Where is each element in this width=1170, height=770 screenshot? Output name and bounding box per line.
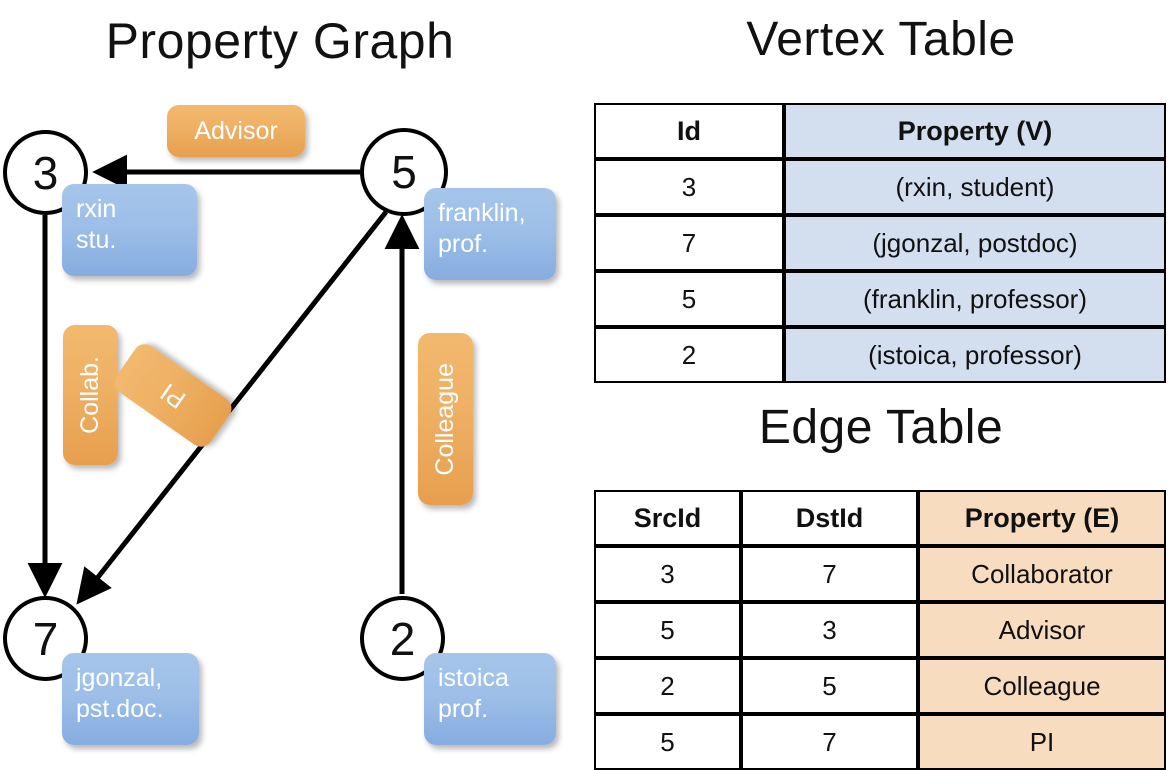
vertex-property-box-5-line1: franklin, — [438, 199, 526, 227]
table-row: 3 7 Collaborator — [594, 546, 1166, 602]
edge-row-0-src: 3 — [594, 546, 741, 602]
vertex-property-box-2-line1: istoica — [438, 664, 509, 692]
vertex-property-box-7-line2: pst.doc. — [76, 695, 164, 724]
vertex-table-header-row: Id Property (V) — [594, 103, 1166, 159]
edge-label-collab: Collab. — [63, 325, 118, 465]
page-title-property-graph: Property Graph — [105, 13, 455, 69]
edge-table-header-dstid: DstId — [741, 490, 918, 546]
table-row: 2 5 Colleague — [594, 658, 1166, 714]
vertex-property-box-7-line1: jgonzal, — [76, 664, 163, 692]
edge-row-0-dst: 7 — [741, 546, 918, 602]
page-title-vertex-table: Vertex Table — [746, 13, 1016, 66]
vertex-row-1-id: 7 — [594, 215, 784, 271]
vertex-property-box-5: franklin, prof. — [424, 188, 556, 280]
vertex-property-box-2-line2: prof. — [438, 695, 489, 724]
graph-node-2-label: 2 — [389, 612, 416, 665]
table-row: 5 (franklin, professor) — [594, 271, 1166, 327]
vertex-row-0-id: 3 — [594, 159, 784, 215]
table-row: 2 (istoica, professor) — [594, 327, 1166, 383]
vertex-row-0-property: (rxin, student) — [784, 159, 1166, 215]
vertex-property-box-2: istoica prof. — [424, 653, 556, 745]
table-row: 3 (rxin, student) — [594, 159, 1166, 215]
vertex-table-header-id: Id — [594, 103, 784, 159]
vertex-property-box-3-line1: rxin — [76, 195, 117, 223]
edge-table-header-property: Property (E) — [918, 490, 1166, 546]
edge-row-1-dst: 3 — [741, 602, 918, 658]
edge-row-3-dst: 7 — [741, 714, 918, 770]
graph-node-3-label: 3 — [32, 146, 59, 199]
edge-row-2-src: 2 — [594, 658, 741, 714]
vertex-row-3-id: 2 — [594, 327, 784, 383]
edge-row-3-src: 5 — [594, 714, 741, 770]
graph-node-2[interactable]: 2 — [360, 596, 445, 681]
vertex-row-2-property: (franklin, professor) — [784, 271, 1166, 327]
edge-5-to-7-pi — [76, 210, 388, 605]
edge-row-1-property: Advisor — [918, 602, 1166, 658]
edge-label-collab-text: Collab. — [76, 356, 104, 434]
edge-label-pi-text: PI — [155, 377, 191, 415]
vertex-property-box-7: jgonzal, pst.doc. — [62, 653, 199, 745]
vertex-property-box-3-line2: stu. — [76, 226, 117, 255]
table-row: 7 (jgonzal, postdoc) — [594, 215, 1166, 271]
vertex-property-box-5-line2: prof. — [438, 230, 489, 259]
edge-label-colleague-text: Colleague — [431, 362, 459, 476]
page-title-edge-table: Edge Table — [758, 401, 1004, 454]
edge-row-1-src: 5 — [594, 602, 741, 658]
graph-edges-svg — [27, 154, 420, 605]
vertex-row-3-property: (istoica, professor) — [784, 327, 1166, 383]
edge-label-advisor-text: Advisor — [194, 116, 278, 145]
edge-table-header-srcid: SrcId — [594, 490, 741, 546]
vertex-row-2-id: 5 — [594, 271, 784, 327]
edge-row-2-property: Colleague — [918, 658, 1166, 714]
edge-label-colleague: Colleague — [418, 333, 473, 505]
vertex-row-1-property: (jgonzal, postdoc) — [784, 215, 1166, 271]
vertex-table-header-property: Property (V) — [784, 103, 1166, 159]
graph-node-5[interactable]: 5 — [360, 128, 448, 216]
graph-node-7-label: 7 — [32, 612, 59, 665]
table-row: 5 3 Advisor — [594, 602, 1166, 658]
edge-table-header-row: SrcId DstId Property (E) — [594, 490, 1166, 546]
table-row: 5 7 PI — [594, 714, 1166, 770]
vertex-property-box-3: rxin stu. — [62, 184, 197, 276]
edge-row-2-dst: 5 — [741, 658, 918, 714]
property-graph-diagram: 3 5 7 2 rxin stu. franklin, prof. jgonza… — [0, 0, 585, 760]
graph-node-5-label: 5 — [391, 146, 417, 198]
vertex-table: Id Property (V) 3 (rxin, student) 7 (jgo… — [594, 103, 1166, 383]
edge-label-advisor: Advisor — [167, 105, 305, 157]
edge-row-0-property: Collaborator — [918, 546, 1166, 602]
edge-table: SrcId DstId Property (E) 3 7 Collaborato… — [594, 490, 1166, 770]
edge-row-3-property: PI — [918, 714, 1166, 770]
